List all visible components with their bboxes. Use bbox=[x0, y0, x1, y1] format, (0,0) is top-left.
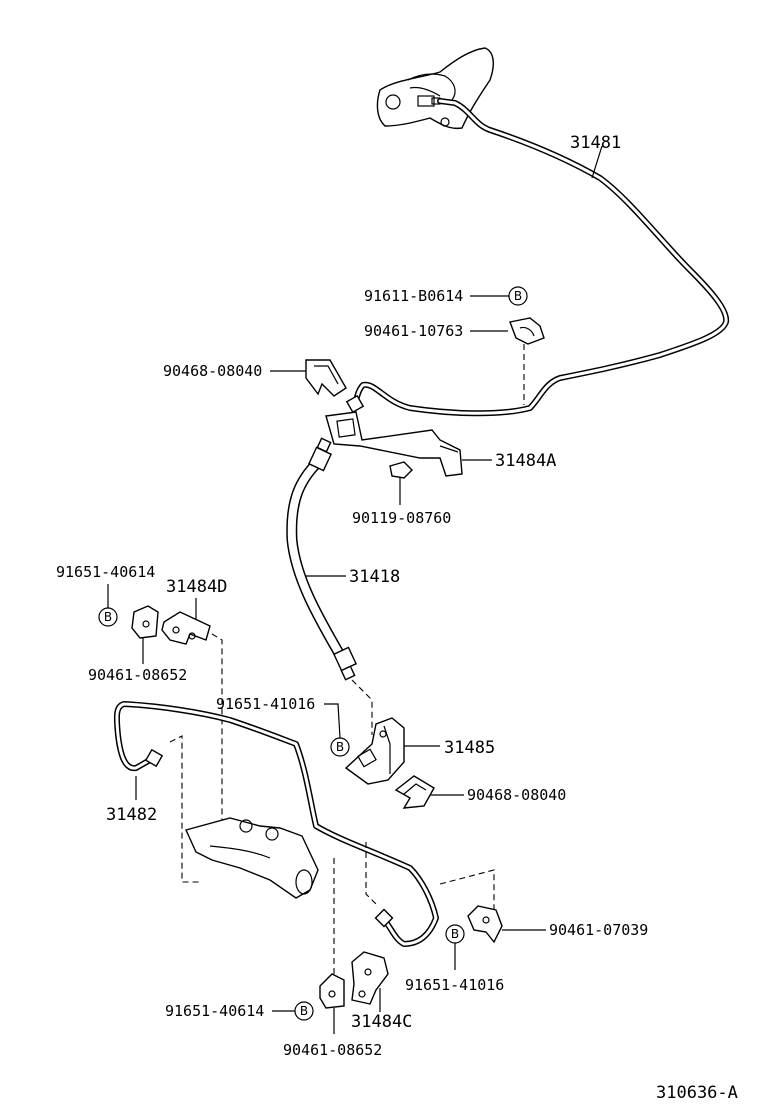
bolt-badge-icon: B bbox=[508, 286, 528, 306]
svg-text:B: B bbox=[300, 1004, 308, 1018]
clamp-90461-08652-top bbox=[131, 605, 159, 639]
label-31482: 31482 bbox=[106, 805, 157, 825]
label-31484C: 31484C bbox=[351, 1012, 412, 1032]
bolt-badge-icon: B bbox=[330, 737, 350, 757]
svg-text:B: B bbox=[514, 289, 522, 303]
label-90461-07039: 90461-07039 bbox=[549, 921, 648, 939]
label-31481: 31481 bbox=[570, 133, 621, 153]
bolt-badge-icon: B bbox=[445, 924, 465, 944]
clip-90468-08040-mid bbox=[394, 775, 435, 809]
label-90119-08760: 90119-08760 bbox=[352, 509, 451, 527]
label-90461-10763: 90461-10763 bbox=[364, 322, 463, 340]
label-91651-41016-top: 91651-41016 bbox=[216, 695, 315, 713]
bolt-90119-08760 bbox=[389, 461, 413, 505]
label-31484A: 31484A bbox=[495, 451, 556, 471]
label-31418: 31418 bbox=[349, 567, 400, 587]
master-cylinder-bracket bbox=[376, 47, 494, 130]
label-91651-40614-bot: 91651-40614 bbox=[165, 1002, 264, 1020]
label-31485: 31485 bbox=[444, 738, 495, 758]
bolt-badge-icon: B bbox=[98, 607, 118, 627]
label-90468-08040-mid: 90468-08040 bbox=[467, 786, 566, 804]
tube-clamp-90461-10763 bbox=[509, 317, 545, 345]
svg-text:B: B bbox=[336, 740, 344, 754]
label-91651-41016-bot: 91651-41016 bbox=[405, 976, 504, 994]
label-91611-B0614: 91611-B0614 bbox=[364, 287, 463, 305]
leader-31481 bbox=[591, 145, 603, 179]
svg-text:B: B bbox=[104, 610, 112, 624]
label-90461-08652-bot: 90461-08652 bbox=[283, 1041, 382, 1059]
bracket-31485 bbox=[344, 717, 405, 785]
label-31484D: 31484D bbox=[166, 577, 227, 597]
bracket-31484D bbox=[161, 611, 211, 645]
bolt-badge-icon: B bbox=[294, 1001, 314, 1021]
clip-90468-08040-top bbox=[305, 359, 347, 397]
svg-text:B: B bbox=[451, 927, 459, 941]
label-90461-08652-top: 90461-08652 bbox=[88, 666, 187, 684]
diagram-code: 310636-A bbox=[656, 1083, 738, 1103]
clamp-90461-08652-bot bbox=[319, 973, 345, 1009]
label-90468-08040-top: 90468-08040 bbox=[163, 362, 262, 380]
clamp-90461-07039 bbox=[467, 905, 503, 944]
bracket-31484C bbox=[351, 951, 389, 1005]
brake-tube-31482 bbox=[113, 701, 439, 947]
brake-tube-31481 bbox=[345, 98, 730, 417]
label-91651-40614-top: 91651-40614 bbox=[56, 563, 155, 581]
clutch-release-cylinder bbox=[185, 817, 319, 899]
flexible-hose-31418 bbox=[286, 437, 357, 681]
bracket-31484A bbox=[325, 411, 463, 477]
